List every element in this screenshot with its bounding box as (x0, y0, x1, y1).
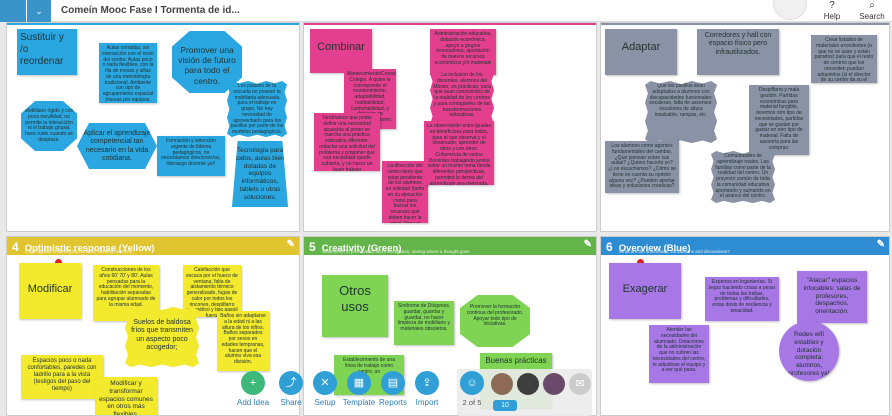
edit-icon[interactable]: ✎ (583, 239, 592, 250)
note[interactable]: Que los pasillos sean adaptados a alumno… (645, 81, 717, 143)
note[interactable]: La inclusión de los docentes, alumnos de… (430, 70, 494, 128)
pin-icon (55, 259, 62, 266)
note[interactable]: Los pasillos de la escuela no poseen la … (227, 81, 287, 137)
note[interactable]: Crear listados de materiales excedentes … (811, 35, 877, 83)
edit-icon[interactable]: ✎ (876, 239, 885, 250)
wrench-icon: ✕ (313, 371, 337, 395)
note[interactable]: "Atacar" espacios intocables: salas de p… (797, 271, 867, 323)
search-icon: ⌕ (869, 0, 875, 11)
avatar[interactable] (517, 373, 539, 395)
note[interactable]: Otros usos (322, 275, 388, 337)
note[interactable]: Mobiliario rígido y con poca movilidad, … (21, 101, 77, 151)
report-icon: ▤ (381, 371, 405, 395)
board-2: Combinar Mantenimiento/Consejería. Coleg… (303, 22, 597, 232)
note[interactable]: Promover la formación continua del profe… (460, 295, 530, 347)
note[interactable]: Sustituir y /o reordenar (17, 29, 77, 75)
page-title: Comeín Mooc Fase I Tormenta de id... (61, 5, 240, 16)
grid-icon: ▦ (347, 371, 371, 395)
chevron-down-icon[interactable]: ⌄ (27, 0, 51, 22)
note[interactable]: Aulas cerradas, sin interacción con el r… (99, 43, 157, 103)
note[interactable]: Corredores y hall con espacio físico per… (697, 29, 779, 75)
note[interactable]: Tecnología para todos, aulas bien dotada… (232, 141, 288, 207)
note[interactable]: Síndrome de Diógenes, guardar, guardar y… (394, 301, 454, 345)
board-1: Sustituir y /o reordenar Aulas cerradas,… (6, 22, 300, 232)
bottom-toolbar: +Add Idea ⤴Share ✕Setup ▦Template ▤Repor… (236, 369, 453, 416)
note[interactable]: Redes wifi estables y dotación completa:… (779, 321, 839, 381)
note[interactable]: Exagerar (609, 263, 681, 319)
note[interactable]: La dirección del centro tiene que estar … (382, 161, 428, 223)
note[interactable]: Los alumnos como agentes fundamentales d… (605, 141, 679, 193)
search-button[interactable]: ⌕Search (852, 0, 892, 22)
note[interactable]: Tendríamos que poder definir una necesid… (314, 113, 380, 171)
user-icon: ☺ (460, 371, 484, 395)
note[interactable]: La observación entre iguales es benefici… (424, 121, 494, 185)
profile-circle[interactable] (773, 0, 807, 20)
note[interactable]: Expertos en Ingenierías. Si segur hacien… (705, 277, 779, 321)
plus-icon: + (241, 371, 265, 395)
template-button[interactable]: ▦Template (342, 369, 376, 407)
mail-icon[interactable]: ✉ (569, 373, 591, 395)
participant-count-badge: 10 (493, 400, 517, 411)
note[interactable]: Modificar (19, 263, 81, 319)
note[interactable]: Administración educativa, dotación econó… (430, 29, 496, 75)
note[interactable]: Combinar (310, 29, 372, 73)
reports-button[interactable]: ▤Reports (376, 369, 410, 407)
note[interactable]: Formación y selección urgente de líderes… (157, 136, 225, 176)
setup-button[interactable]: ✕Setup (308, 369, 342, 407)
note[interactable]: Modificar y transformar espacios comunes… (95, 377, 157, 415)
share-button[interactable]: ⤴Share (274, 369, 308, 407)
board-3: Adaptar Corredores y hall con espacio fí… (600, 22, 890, 232)
share-icon: ⤴ (279, 371, 303, 395)
users-button[interactable]: ☺ 2 of 5 (457, 369, 487, 407)
top-bar: ⌄ Comeín Mooc Fase I Tormenta de id... ?… (0, 0, 892, 22)
note[interactable]: Suelos de baldosa fríos que transmiten u… (125, 307, 199, 367)
edit-icon[interactable]: ✎ (286, 239, 295, 250)
note[interactable]: Baños sin adaptarse a la edad ni a las a… (217, 311, 269, 371)
app-menu-button[interactable] (0, 0, 26, 22)
add-idea-button[interactable]: +Add Idea (236, 369, 270, 407)
help-button[interactable]: ?Help (812, 0, 852, 22)
note[interactable]: Promover una visión de futuro para todo … (172, 31, 242, 93)
collaborators-panel: ☺ 2 of 5 ✉ 10 (457, 369, 592, 416)
pin-icon (637, 259, 644, 266)
note[interactable]: Adaptar (605, 29, 677, 75)
note[interactable]: Espacios poco o nada confortables, pared… (21, 355, 103, 399)
note[interactable]: Aplicar el aprendizaje competencial tan … (77, 123, 157, 169)
note[interactable]: Atender las necesidades del alumnado. Do… (649, 325, 709, 383)
note[interactable]: Despilfarro y mala gestión. Partidas eco… (749, 85, 809, 155)
note[interactable]: Comunidades de aprendizaje reales. Las f… (711, 151, 775, 203)
upload-icon: ⇪ (415, 371, 439, 395)
import-button[interactable]: ⇪Import (410, 369, 444, 407)
help-icon: ? (829, 0, 835, 11)
avatar[interactable] (491, 373, 513, 395)
avatar[interactable] (543, 373, 565, 395)
